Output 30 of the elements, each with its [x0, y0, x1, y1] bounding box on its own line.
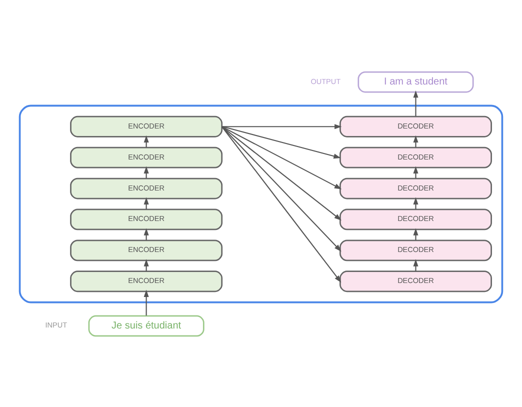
arrow [222, 124, 342, 129]
arrow [144, 289, 149, 316]
node-box: DECODER [340, 270, 492, 292]
node-box: DECODER [340, 177, 492, 199]
arrow [413, 134, 418, 147]
node-box: ENCODER [70, 146, 223, 168]
cluster [18, 104, 504, 303]
node-label: OUTPUT [310, 76, 341, 86]
arrow [413, 90, 418, 116]
node-box: ENCODER [70, 270, 223, 292]
node-box: DECODER [340, 239, 492, 261]
arrow [221, 126, 342, 252]
arrow [221, 126, 342, 282]
node-box: ENCODER [70, 239, 223, 261]
arrow [222, 126, 342, 220]
node-box: ENCODER [70, 208, 223, 230]
node-box: DECODER [340, 146, 492, 168]
arrow [222, 126, 341, 158]
node-box: DECODER [340, 115, 492, 137]
arrow [222, 126, 342, 189]
node-box: ENCODER [70, 177, 223, 199]
arrow [413, 228, 418, 240]
node-box: DECODER [340, 208, 492, 230]
node-label: INPUT [45, 320, 68, 330]
node-box: Je suis étudiant [88, 314, 204, 336]
node-box: I am a student [358, 70, 474, 92]
arrow [413, 166, 418, 178]
arrow [413, 196, 418, 209]
node-box: ENCODER [70, 115, 223, 137]
arrow [413, 258, 418, 271]
